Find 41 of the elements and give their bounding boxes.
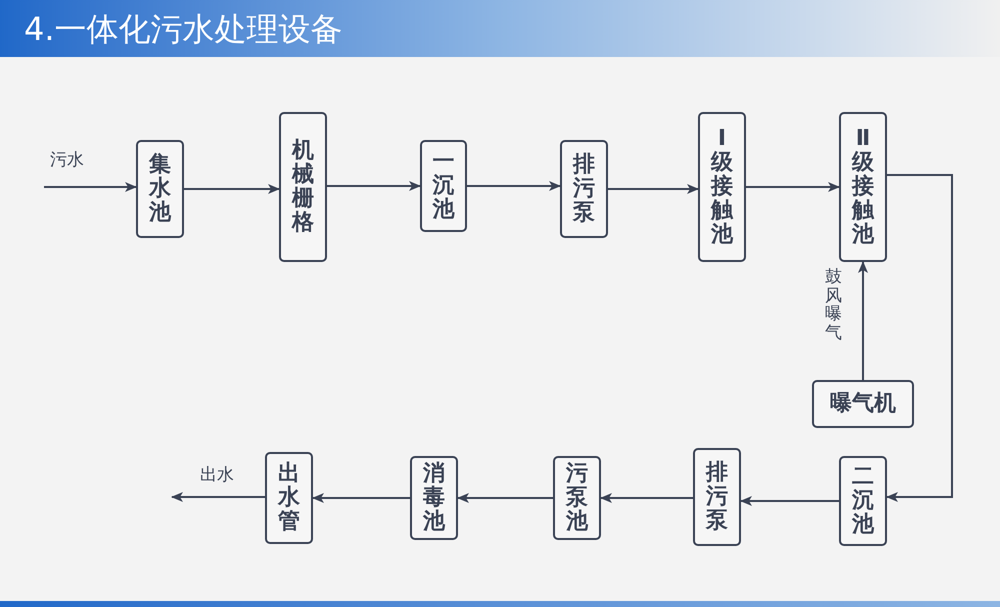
process-box [693, 448, 741, 546]
process-box [839, 456, 887, 546]
box-label: Ⅱ级接触池 [852, 126, 874, 248]
arrow [740, 496, 839, 506]
arrow [44, 182, 137, 192]
process-box [265, 452, 313, 544]
box-label: 排污泵 [573, 152, 595, 226]
arrow [312, 493, 410, 503]
arrow [886, 174, 953, 502]
arrow [608, 184, 699, 194]
box-label: 一沉池 [432, 150, 454, 222]
arrow [858, 261, 868, 380]
box-label: Ⅰ级接触池 [711, 126, 733, 248]
box-label: 排污泵 [706, 460, 728, 534]
box-label: 曝气机 [830, 393, 896, 415]
process-box [553, 456, 601, 540]
process-box [420, 140, 467, 232]
arrow [746, 182, 840, 192]
arrow [457, 493, 553, 503]
edge-label: 鼓风曝气 [825, 268, 842, 343]
process-box [410, 456, 458, 540]
edge-label: 污水 [50, 152, 84, 169]
arrow [600, 493, 693, 503]
process-box [698, 112, 746, 262]
box-label: 机械栅格 [292, 138, 314, 236]
process-box [136, 140, 184, 238]
process-box [560, 140, 608, 238]
arrow [467, 181, 561, 191]
process-box [839, 112, 887, 262]
box-label: 集水池 [149, 152, 171, 226]
arrow [327, 181, 421, 191]
box-label: 污泵池 [566, 462, 588, 534]
title: 4.一体化污水处理设备 [24, 12, 343, 44]
box-label: 出水管 [278, 462, 300, 534]
process-box [812, 380, 914, 428]
box-label: 二沉池 [852, 464, 874, 538]
arrow [184, 184, 280, 194]
arrow [171, 492, 265, 502]
process-box [279, 112, 327, 262]
box-label: 消毒池 [423, 462, 445, 534]
edge-label: 出水 [200, 467, 234, 484]
